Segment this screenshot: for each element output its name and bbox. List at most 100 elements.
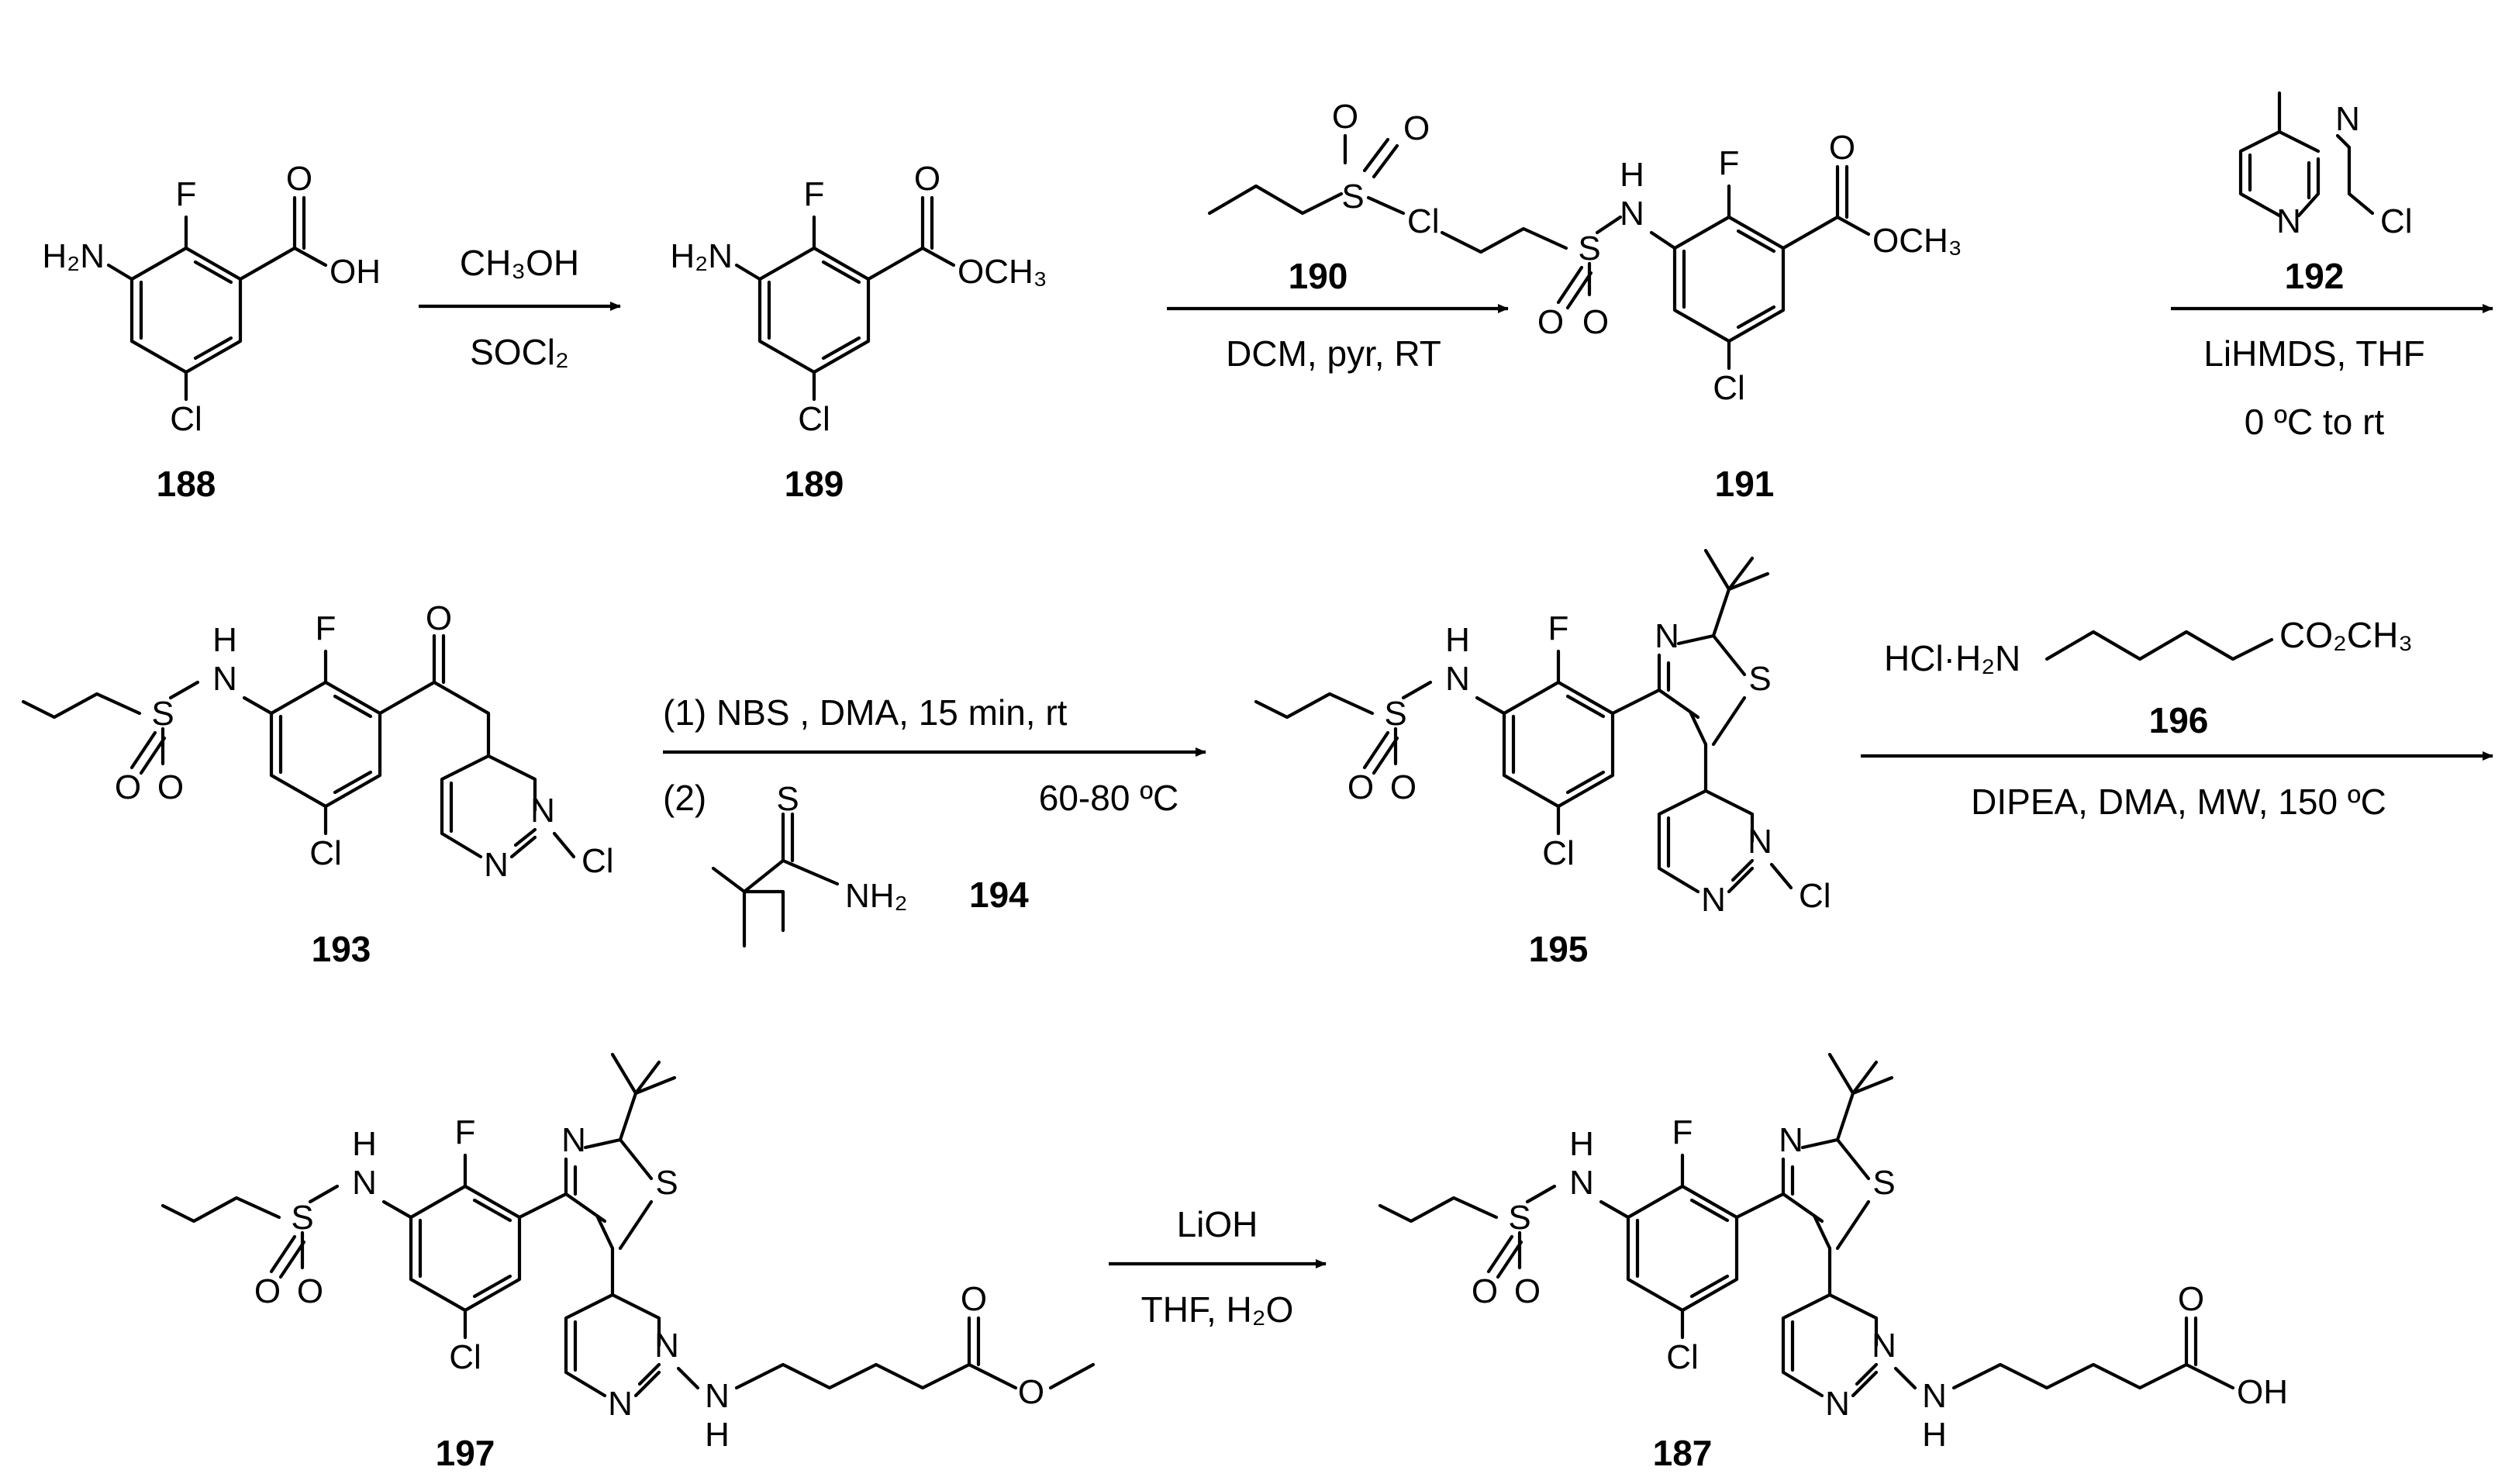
ester-oxygen: O [1018,1373,1044,1411]
fluorine-atom: F [1719,144,1740,182]
chlorine-atom: Cl [1799,877,1831,915]
amine-nitrogen: N [1922,1377,1947,1415]
sulfonyl-oxygen: O [115,768,141,806]
pyrimidine-nitrogen: N [1872,1327,1896,1365]
fluorine-atom: F [455,1113,476,1151]
sulfur-atom: S [1508,1199,1530,1237]
chlorine-atom: Cl [449,1338,481,1376]
sulfonyl-oxygen: O [1582,303,1609,341]
fluorine-atom: F [1548,609,1569,647]
compound-label: 196 [2149,700,2209,740]
ketone-oxygen: O [426,599,452,637]
sulfonamide-nitrogen: N [352,1164,377,1202]
fluorine-atom: F [176,175,197,213]
chlorine-atom: Cl [581,842,614,880]
compound-label: 193 [312,929,371,969]
compound-195: S O O N H F Cl N S N N Cl 195 [1254,548,1831,969]
nh-hydrogen: H [352,1125,377,1163]
compound-197: S O O N H F Cl N S N N N H O O 197 [160,1052,1096,1473]
sulfur-atom: S [291,1199,313,1237]
sulfonyl-oxygen: O [157,768,184,806]
reaction-step-2: S O O Cl 190 DCM, pyr, RT [1167,98,1509,374]
compound-label: 189 [785,464,844,504]
sulfur-atom: S [151,695,174,733]
reaction-step-6: LiOH THF, H₂O [1109,1204,1327,1330]
sulfur-atom: S [1384,695,1406,733]
pyrimidine-nitrogen: N [2335,100,2360,138]
reagent-line-2: 0 ºC to rt [2245,402,2385,442]
sulfur-atom: S [1578,230,1600,267]
pyrimidine-nitrogen: N [1748,823,1772,861]
reagent-line-2a: (2) [663,778,706,818]
nh-hydrogen: H [212,621,237,659]
reagent-line-1: LiOH [1177,1204,1258,1244]
compound-label: 194 [969,875,1029,915]
nh-hydrogen: H [1445,621,1470,659]
thioamide-sulfur: S [776,780,799,818]
amine-salt-text: HCl·H₂N [1884,638,2020,678]
sulfonyl-oxygen: O [254,1272,281,1310]
nh-hydrogen: H [1922,1416,1947,1454]
chlorine-atom: Cl [170,400,202,438]
sulfonamide-nitrogen: N [1569,1164,1594,1202]
methoxy-group: OCH₃ [958,253,1047,291]
chlorine-atom: Cl [798,400,830,438]
sulfonyl-oxygen: O [1514,1272,1541,1310]
reagent-line-1: LiHMDS, THF [2203,333,2424,374]
carbonyl-oxygen: O [961,1280,987,1318]
sulfonamide-nitrogen: N [212,660,237,698]
sulfonyl-oxygen: O [1472,1272,1498,1310]
amine-group: H₂N [670,237,733,275]
thiazole-sulfur: S [1872,1164,1895,1202]
sulfonamide-nitrogen: N [1445,660,1470,698]
compound-label: 195 [1529,929,1589,969]
sulfonyl-oxygen: O [1347,768,1374,806]
nh-hydrogen: H [1620,156,1644,194]
carbonyl-oxygen: O [2178,1280,2204,1318]
compound-189: F H₂N O OCH₃ Cl 189 [670,160,1047,504]
compound-label: 192 [2285,256,2345,296]
thiazole-nitrogen: N [1655,617,1679,655]
reaction-step-3: N N Cl 192 LiHMDS, THF 0 ºC to rt [2171,91,2493,442]
pyrimidine-nitrogen: N [608,1385,633,1423]
carbonyl-oxygen: O [286,160,312,198]
chlorine-atom: Cl [1713,369,1745,407]
thiazole-sulfur: S [655,1164,678,1202]
chlorine-atom: Cl [1542,834,1575,872]
compound-188: F H₂N O OH Cl 188 [42,160,381,504]
pyrimidine-nitrogen: N [484,846,509,884]
reagent-line-1: DIPEA, DMA, MW, 150 ºC [1971,782,2386,822]
reagent-line-2b: 60-80 ºC [1039,778,1178,818]
compound-label: 190 [1289,256,1348,296]
compound-label: 191 [1715,464,1775,504]
carbonyl-oxygen: O [914,160,940,198]
thiazole-sulfur: S [1748,660,1771,698]
reaction-step-1: CH₃OH SOCl₂ [419,243,621,372]
compound-187: S O O N H F Cl N S N N N H O OH 187 [1378,1052,2288,1473]
amine-nitrogen: N [705,1377,730,1415]
reagent-line-1: (1) NBS , DMA, 15 min, rt [663,692,1068,733]
compound-label: 197 [436,1433,495,1473]
chlorine-atom: Cl [1407,202,1440,240]
reaction-step-4: (1) NBS , DMA, 15 min, rt (2) 60-80 ºC S… [663,692,1206,948]
hydroxyl-group: OH [330,253,381,291]
sulfonyl-oxygen: O [1403,109,1430,147]
compound-label: 187 [1653,1433,1713,1473]
chlorine-atom: Cl [309,834,342,872]
pyrimidine-nitrogen: N [530,792,555,830]
amine-group: H₂N [42,237,105,275]
thiazole-nitrogen: N [1779,1121,1803,1159]
sulfonyl-oxygen: O [1537,303,1564,341]
reagent-line-2: THF, H₂O [1141,1289,1294,1330]
methoxy-group: OCH₃ [1872,222,1962,260]
fluorine-atom: F [316,609,336,647]
reagent-line-2: SOCl₂ [470,332,569,372]
pyrimidine-nitrogen: N [2276,202,2301,240]
pyrimidine-nitrogen: N [654,1327,679,1365]
nh-hydrogen: H [705,1416,730,1454]
carbonyl-oxygen: O [1829,129,1855,167]
pyrimidine-nitrogen: N [1825,1385,1850,1423]
reagent-line-1: CH₃OH [460,243,579,283]
sulfur-atom: S [1341,178,1364,216]
